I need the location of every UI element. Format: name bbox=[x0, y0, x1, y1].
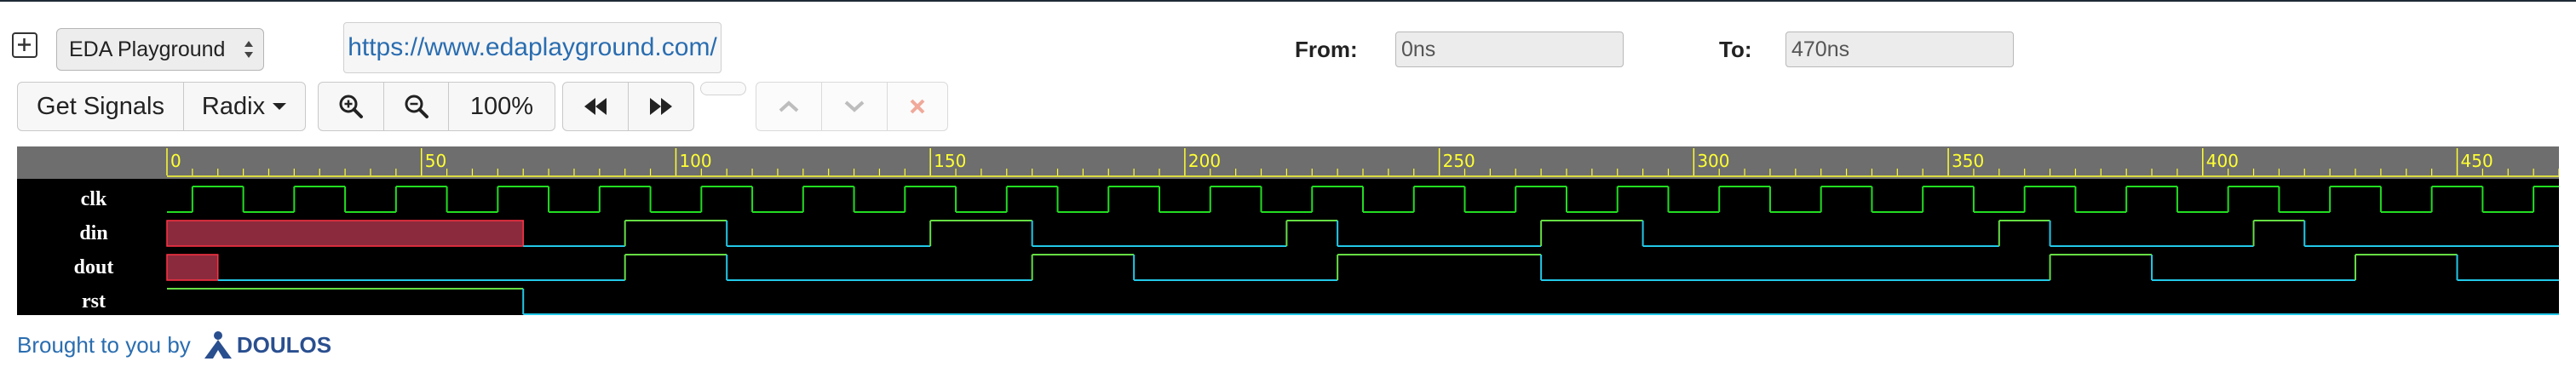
from-input[interactable]: 0ns bbox=[1395, 32, 1624, 67]
zoom-level-label: 100% bbox=[469, 92, 534, 120]
footer-brand[interactable]: DOULOS bbox=[236, 331, 332, 358]
ruler-tick-label: 250 bbox=[1443, 151, 1475, 171]
unknown-value-box-dout bbox=[166, 254, 219, 281]
zoom-in-icon bbox=[339, 95, 363, 118]
fast-forward-icon bbox=[650, 98, 672, 115]
footer-text: Brought to you by bbox=[17, 331, 191, 358]
radix-dropdown-button[interactable]: Radix bbox=[183, 82, 306, 131]
ruler-tick-label: 50 bbox=[425, 151, 446, 171]
ruler-tick-label: 450 bbox=[2461, 151, 2493, 171]
ruler-tick-label: 150 bbox=[934, 151, 966, 171]
ruler-tick-label: 300 bbox=[1697, 151, 1729, 171]
move-down-button[interactable] bbox=[821, 82, 888, 131]
url-link[interactable]: https://www.edaplayground.com/ bbox=[348, 33, 717, 61]
unknown-value-box-din bbox=[166, 220, 524, 247]
caret-down-icon bbox=[273, 103, 287, 110]
move-up-button[interactable] bbox=[756, 82, 822, 131]
get-signals-label: Get Signals bbox=[37, 92, 164, 120]
ruler-tick-label: 400 bbox=[2206, 151, 2239, 171]
signal-order-button-group bbox=[756, 82, 948, 131]
footer: Brought to you by DOULOS bbox=[17, 330, 331, 360]
url-link-box[interactable]: https://www.edaplayground.com/ bbox=[343, 22, 722, 73]
to-input[interactable]: 470ns bbox=[1785, 32, 2014, 67]
next-transition-button[interactable] bbox=[628, 82, 694, 131]
signal-name-rst[interactable]: rst bbox=[82, 290, 106, 313]
signal-name-din[interactable]: din bbox=[79, 221, 108, 244]
doulos-logo-icon[interactable] bbox=[201, 330, 235, 360]
select-arrows-icon bbox=[244, 41, 253, 58]
ruler-tick-label: 100 bbox=[679, 151, 711, 171]
waveform-viewer[interactable]: 0 50 100 150 200 250 300 350 400 450 clk din dout… bbox=[17, 146, 2559, 315]
signal-name-dout[interactable]: dout bbox=[73, 255, 114, 278]
zoom-out-button[interactable] bbox=[383, 82, 449, 131]
ruler-tick-label: 350 bbox=[1952, 151, 1984, 171]
add-pane-button[interactable] bbox=[12, 32, 37, 58]
get-signals-button[interactable]: Get Signals bbox=[17, 82, 184, 131]
to-input-value: 470ns bbox=[1791, 37, 1850, 61]
empty-status-pill bbox=[700, 82, 746, 95]
from-label: From: bbox=[1295, 37, 1358, 62]
to-label: To: bbox=[1719, 37, 1752, 62]
signals-button-group: Get Signals Radix bbox=[17, 82, 306, 131]
ruler-tick-label: 0 bbox=[170, 151, 181, 171]
zoom-button-group: 100% bbox=[318, 82, 555, 131]
waveform-canvas[interactable]: 0 50 100 150 200 250 300 350 400 450 bbox=[17, 146, 2559, 315]
zoom-out-icon bbox=[405, 95, 428, 118]
close-icon bbox=[910, 99, 925, 114]
navigate-button-group bbox=[562, 82, 694, 131]
signal-name-clk[interactable]: clk bbox=[80, 187, 107, 210]
source-select-value: EDA Playground bbox=[69, 37, 226, 61]
zoom-level-button[interactable]: 100% bbox=[448, 82, 555, 131]
previous-transition-button[interactable] bbox=[562, 82, 629, 131]
ruler-tick-label: 200 bbox=[1188, 151, 1221, 171]
fast-backward-icon bbox=[584, 98, 607, 115]
time-ruler bbox=[17, 146, 2559, 179]
chevron-up-icon bbox=[779, 100, 799, 112]
chevron-down-icon bbox=[844, 100, 865, 112]
remove-signal-button[interactable] bbox=[887, 82, 948, 131]
radix-label: Radix bbox=[201, 92, 266, 120]
zoom-in-button[interactable] bbox=[318, 82, 384, 131]
plus-square-icon bbox=[18, 38, 31, 51]
from-input-value: 0ns bbox=[1401, 37, 1436, 61]
source-select[interactable]: EDA Playground bbox=[56, 28, 264, 71]
